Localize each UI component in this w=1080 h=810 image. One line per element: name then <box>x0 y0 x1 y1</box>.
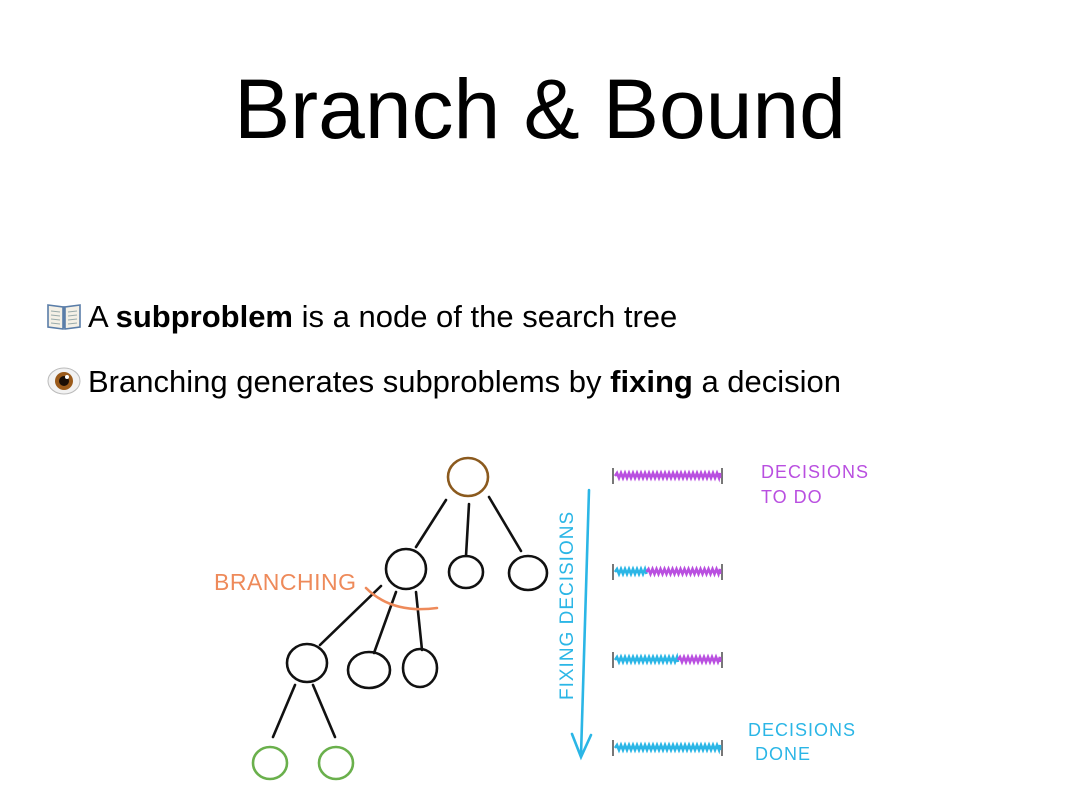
fixing-decisions-label: FIXING DECISIONS <box>557 511 578 700</box>
bullet-branching: Branching generates subproblems by fixin… <box>46 362 841 402</box>
decisions-done-label: DONE <box>755 744 811 764</box>
bar-fixed-segment <box>613 652 680 666</box>
tree-edge <box>311 683 337 739</box>
tree-edge <box>372 590 398 655</box>
decisions-done-label: DECISIONS <box>748 720 856 740</box>
branching-arc <box>364 586 439 611</box>
tree-edge <box>464 502 471 558</box>
fixing-arrow <box>570 488 593 761</box>
bar-open-segment <box>613 469 722 483</box>
decision-bar <box>612 564 723 580</box>
tree-node-root <box>446 456 490 498</box>
bullet-text-post: is a node of the search tree <box>293 299 678 334</box>
decision-bars <box>612 468 723 756</box>
eye-icon <box>47 367 81 395</box>
bullet-text-pre: A <box>88 299 116 334</box>
tree-node <box>384 547 428 591</box>
search-tree <box>251 456 549 781</box>
decision-bar <box>612 468 723 484</box>
open-book-icon <box>47 304 81 330</box>
bullet-text-post: a decision <box>692 364 842 399</box>
tree-node <box>401 647 439 689</box>
bar-open-segment <box>676 653 722 666</box>
bullet-text-bold: subproblem <box>115 299 293 334</box>
tree-node <box>346 650 392 690</box>
tree-edge <box>414 590 424 652</box>
tree-node <box>285 642 329 684</box>
tree-edge <box>271 683 297 739</box>
tree-node-leaf <box>251 745 289 781</box>
tree-node-leaf <box>317 745 355 781</box>
decisions-to-do-label: DECISIONS <box>761 462 869 482</box>
bar-fixed-segment <box>613 741 722 755</box>
bullet-subproblem: A subproblem is a node of the search tre… <box>46 297 677 337</box>
tree-node <box>447 554 485 590</box>
bullet-text-bold: fixing <box>610 364 693 399</box>
tree-edge <box>318 584 383 647</box>
decisions-to-do-label: TO DO <box>761 487 823 507</box>
slide-title: Branch & Bound <box>234 62 846 156</box>
branching-label: BRANCHING <box>214 569 357 595</box>
tree-edge <box>487 495 523 553</box>
bullet-text-pre: Branching generates subproblems by <box>88 364 611 399</box>
tree-node <box>507 554 549 592</box>
tree-edge <box>414 498 448 549</box>
bar-open-segment <box>645 565 722 578</box>
decision-bar <box>612 652 723 668</box>
decision-bar <box>612 740 723 756</box>
bar-fixed-segment <box>613 565 648 578</box>
